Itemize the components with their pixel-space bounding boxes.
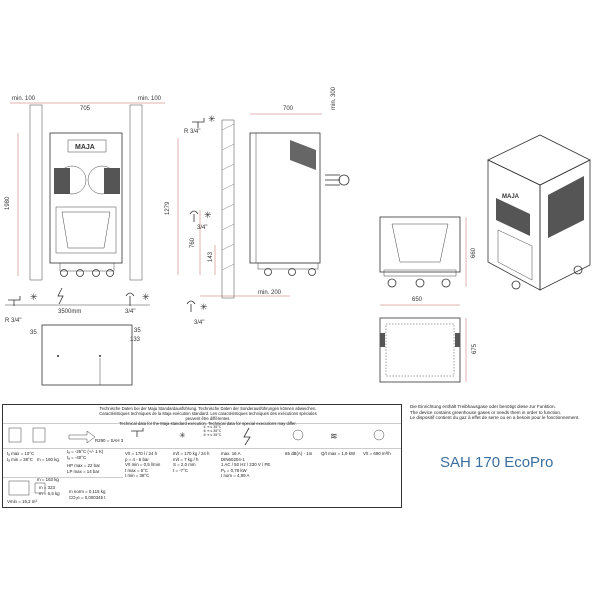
side-dim-height-c: 143 bbox=[208, 251, 214, 262]
weight-icon bbox=[32, 427, 46, 443]
front-machine-body bbox=[49, 132, 123, 264]
snow-icon: ✳ bbox=[179, 431, 186, 440]
note-en: The device contains greenhouse gases or … bbox=[410, 409, 562, 415]
side-dim-height-a: 1279 bbox=[165, 201, 171, 215]
fan-icon bbox=[338, 174, 350, 186]
spec-col1b-vol: Vmin = 15,2 m³ bbox=[7, 499, 37, 504]
front-dim-width: 705 bbox=[80, 106, 91, 112]
bin-front-view: 660 650 bbox=[379, 216, 477, 306]
spec-header-en: Technical data for the Maja standard exe… bbox=[119, 421, 297, 426]
side-dim-width: 700 bbox=[283, 106, 294, 112]
side-dim-r: R 3/4" bbox=[184, 129, 200, 135]
refrigerant-weight-icon bbox=[34, 482, 46, 494]
spec-col2b: m = 163 kg bbox=[37, 477, 59, 482]
front-dist-label: 3500mm bbox=[58, 309, 81, 315]
noise-icon bbox=[292, 429, 304, 441]
tap-icon bbox=[8, 296, 21, 306]
spec-header-de: Technische Daten bei der Maja Standardau… bbox=[99, 406, 317, 411]
spec-table: Technische Daten bei der Maja Standardau… bbox=[2, 404, 402, 508]
base-dim-c: 133 bbox=[130, 337, 141, 343]
side-dim-min-back: min. 200 bbox=[258, 290, 282, 296]
bin-dim-width: 650 bbox=[412, 297, 423, 303]
water-tap-icon bbox=[131, 428, 144, 437]
front-dim-min-right: min. 100 bbox=[138, 96, 162, 102]
base-dim-b: 35 bbox=[134, 328, 141, 334]
greenhouse-notes: Die Einrichtung enthält Treibhausgase od… bbox=[410, 404, 600, 421]
drain-icon bbox=[125, 292, 135, 306]
base-dim-a: 35 bbox=[30, 330, 37, 336]
front-drain-label: 3/4" bbox=[125, 309, 135, 315]
note-fr: Le dispositif contient du gaz à effet de… bbox=[410, 415, 580, 421]
svg-text:✳: ✳ bbox=[30, 292, 38, 302]
spec-col8: Q/t max = 1,9 kW bbox=[321, 451, 356, 456]
model-name: SAH 170 EcoPro bbox=[440, 454, 554, 471]
front-view: min. 100 705 min. 100 MAJA 1980 R 3/4" 3… bbox=[5, 96, 165, 324]
side-dim-min-top: min. 300 bbox=[331, 86, 337, 110]
note-de: Die Einrichtung enthält Treibhausgase od… bbox=[410, 404, 556, 409]
svg-text:✳: ✳ bbox=[142, 292, 150, 302]
bin-dim-height: 660 bbox=[471, 247, 477, 258]
thermometer-box-icon bbox=[8, 427, 22, 443]
spec-lower-icons bbox=[3, 477, 123, 496]
heat-icon: ≋ bbox=[330, 431, 338, 441]
refrigerant-icon bbox=[68, 430, 96, 444]
side-dim-height-b: 760 bbox=[190, 237, 196, 248]
side-view: 700 min. 300 R 3/4" ✳ 1279 760 143 3/4" … bbox=[165, 86, 350, 326]
bin-dim-depth: 675 bbox=[472, 343, 478, 354]
electric-icon bbox=[243, 427, 251, 446]
spec-col2: m = 160 kg bbox=[37, 457, 59, 462]
svg-text:✳: ✳ bbox=[204, 210, 212, 220]
spec-col3-extra: R290 = SAH 3 bbox=[95, 438, 124, 443]
bin-top-view: 675 bbox=[379, 317, 478, 383]
svg-text:✳: ✳ bbox=[208, 114, 216, 124]
spec-col7: 65 dB(A) · 1m bbox=[285, 451, 313, 456]
airflow-icon bbox=[373, 429, 385, 441]
technical-drawing: min. 100 705 min. 100 MAJA 1980 R 3/4" 3… bbox=[5, 86, 591, 386]
spec-col9: V/t = 690 m³/h bbox=[363, 451, 391, 456]
perspective-view: MAJA bbox=[487, 134, 591, 291]
front-dim-min-left: min. 100 bbox=[12, 96, 36, 102]
room-icon bbox=[8, 480, 30, 496]
front-dim-height: 1980 bbox=[5, 196, 11, 210]
svg-text:MAJA: MAJA bbox=[502, 194, 520, 200]
spec-header: Technische Daten bei der Maja Standardau… bbox=[93, 406, 323, 426]
svg-text:✳: ✳ bbox=[200, 302, 208, 312]
spec-header-fr: Caractéristiques techniques de la Maja e… bbox=[99, 411, 317, 421]
front-brand-label: MAJA bbox=[75, 144, 95, 151]
svg-text:3/4": 3/4" bbox=[194, 320, 204, 326]
lightning-icon bbox=[57, 287, 64, 305]
side-dim-drain: 3/4" bbox=[197, 225, 207, 231]
spec-icon-row: ✳ ≋ bbox=[3, 423, 401, 449]
spec-col3: tₐ = -25°C (+/- 1 K)tₐ = -40°C HP max = … bbox=[67, 449, 104, 474]
base-view: 35 35 133 bbox=[30, 324, 141, 386]
front-water-label: R 3/4" bbox=[5, 318, 21, 324]
